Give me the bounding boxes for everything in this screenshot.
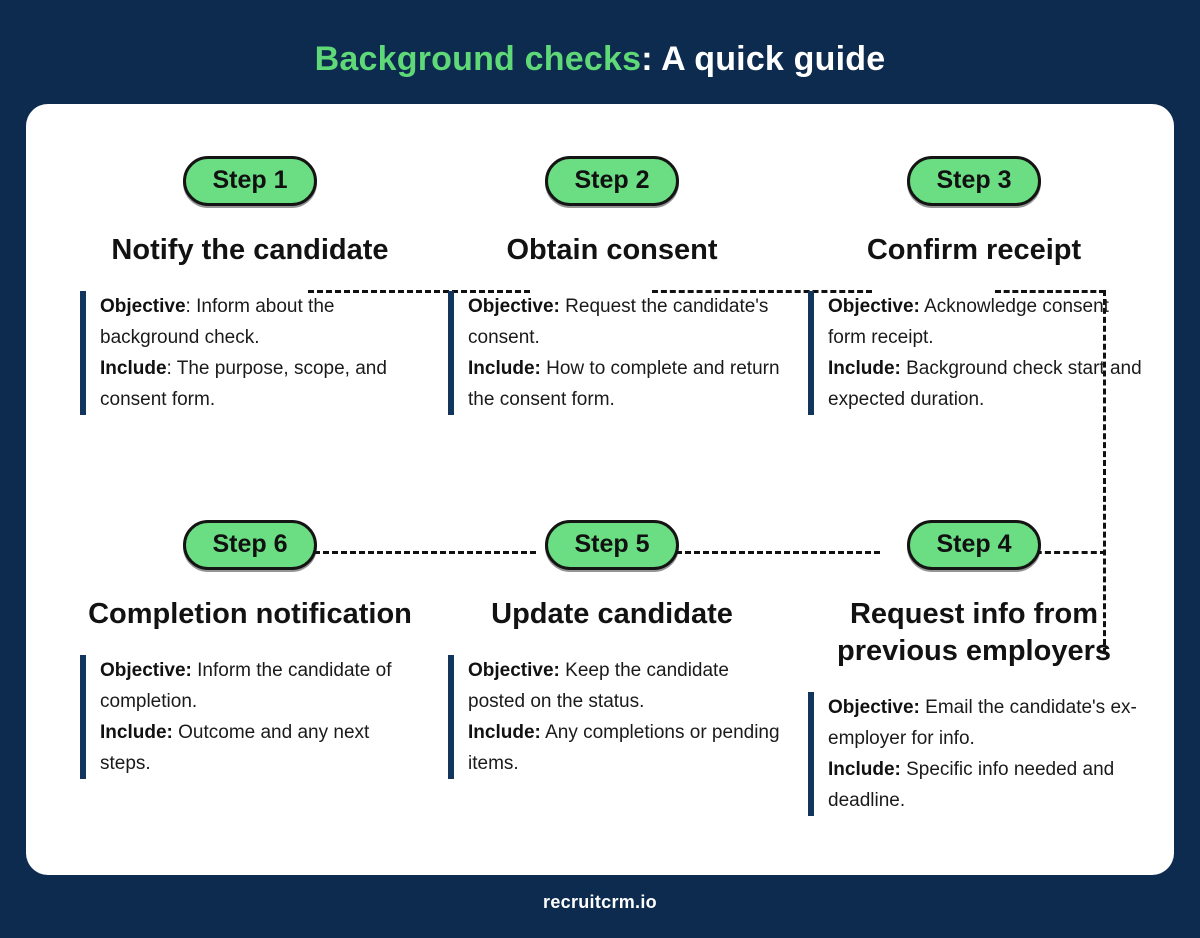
- step-heading-3: Confirm receipt: [866, 234, 1082, 266]
- content-card: Step 1 Notify the candidate Objective: I…: [26, 104, 1174, 875]
- step-badge-3[interactable]: Step 3: [907, 156, 1041, 206]
- step-include-sep-1: :: [166, 358, 177, 379]
- step-include-text-1: The purpose, scope, and consent form.: [100, 358, 387, 410]
- step-objective-text-3: Acknowledge consent form receipt.: [828, 296, 1109, 348]
- step-include-text-3: Background check start and expected dura…: [828, 358, 1142, 410]
- step-include-text-4: Specific info needed and deadline.: [828, 759, 1115, 811]
- step-heading-2: Obtain consent: [506, 234, 718, 266]
- steps-row-bottom: Step 6 Completion notification Objective…: [26, 516, 1174, 816]
- step-include-text-2: How to complete and return the consent f…: [468, 358, 780, 410]
- step-heading-6: Completion notification: [88, 598, 412, 630]
- step-pill-wrap-1: Step 1: [80, 152, 420, 210]
- step-badge-4[interactable]: Step 4: [907, 520, 1041, 570]
- page-title: Background checks: A quick guide: [0, 36, 1200, 82]
- step-pill-wrap-5: Step 5: [442, 516, 782, 574]
- step-badge-5[interactable]: Step 5: [545, 520, 679, 570]
- page-title-rest: : A quick guide: [641, 40, 886, 78]
- step-detail-3: Objective: Acknowledge consent form rece…: [808, 291, 1144, 415]
- step-objective-label-2: Objective:: [468, 296, 560, 317]
- step-pill-wrap-2: Step 2: [442, 152, 782, 210]
- step-objective-label-4: Objective:: [828, 697, 920, 718]
- step-include-label-1: Include: [100, 358, 167, 379]
- step-objective-label-1: Objective: [100, 296, 186, 317]
- step-objective-label-3: Objective:: [828, 296, 920, 317]
- step-heading-5: Update candidate: [491, 598, 733, 630]
- step-include-text-5: Any completions or pending items.: [468, 722, 780, 774]
- step-objective-text-1: Inform about the background check.: [100, 296, 335, 348]
- step-card-5: Step 5 Update candidate Objective: Keep …: [442, 516, 782, 816]
- step-objective-text-2: Request the candidate's consent.: [468, 296, 769, 348]
- step-include-label-5: Include:: [468, 722, 541, 743]
- step-include-text-6: Outcome and any next steps.: [100, 722, 370, 774]
- page-title-highlight: Background checks: [314, 40, 642, 78]
- step-card-6: Step 6 Completion notification Objective…: [80, 516, 420, 816]
- step-badge-2[interactable]: Step 2: [545, 156, 679, 206]
- step-objective-text-5: Keep the candidate posted on the status.: [468, 660, 729, 712]
- steps-row-top: Step 1 Notify the candidate Objective: I…: [26, 152, 1174, 415]
- step-detail-1: Objective: Inform about the background c…: [80, 291, 420, 415]
- step-heading-1: Notify the candidate: [111, 234, 389, 266]
- step-detail-5: Objective: Keep the candidate posted on …: [448, 655, 782, 779]
- step-detail-4: Objective: Email the candidate's ex-empl…: [808, 692, 1144, 816]
- step-detail-6: Objective: Inform the candidate of compl…: [80, 655, 420, 779]
- step-objective-text-6: Inform the candidate of completion.: [100, 660, 392, 712]
- step-include-label-3: Include:: [828, 358, 901, 379]
- step-objective-label-5: Objective:: [468, 660, 560, 681]
- step-card-2: Step 2 Obtain consent Objective: Request…: [442, 152, 782, 415]
- step-pill-wrap-3: Step 3: [804, 152, 1144, 210]
- step-include-label-2: Include:: [468, 358, 541, 379]
- footer-brand[interactable]: recruitcrm.io: [543, 892, 657, 912]
- step-card-4: Step 4 Request info from previous employ…: [804, 516, 1144, 816]
- step-badge-1[interactable]: Step 1: [183, 156, 317, 206]
- step-objective-label-6: Objective:: [100, 660, 192, 681]
- step-include-label-4: Include:: [828, 759, 901, 780]
- step-pill-wrap-6: Step 6: [80, 516, 420, 574]
- step-objective-text-4: Email the candidate's ex-employer for in…: [828, 697, 1137, 749]
- step-heading-4: Request info from previous employers: [837, 598, 1111, 667]
- step-objective-sep-1: :: [185, 296, 197, 317]
- step-pill-wrap-4: Step 4: [804, 516, 1144, 574]
- step-card-1: Step 1 Notify the candidate Objective: I…: [80, 152, 420, 415]
- step-card-3: Step 3 Confirm receipt Objective: Acknow…: [804, 152, 1144, 415]
- step-include-label-6: Include:: [100, 722, 173, 743]
- step-detail-2: Objective: Request the candidate's conse…: [448, 291, 782, 415]
- step-badge-6[interactable]: Step 6: [183, 520, 317, 570]
